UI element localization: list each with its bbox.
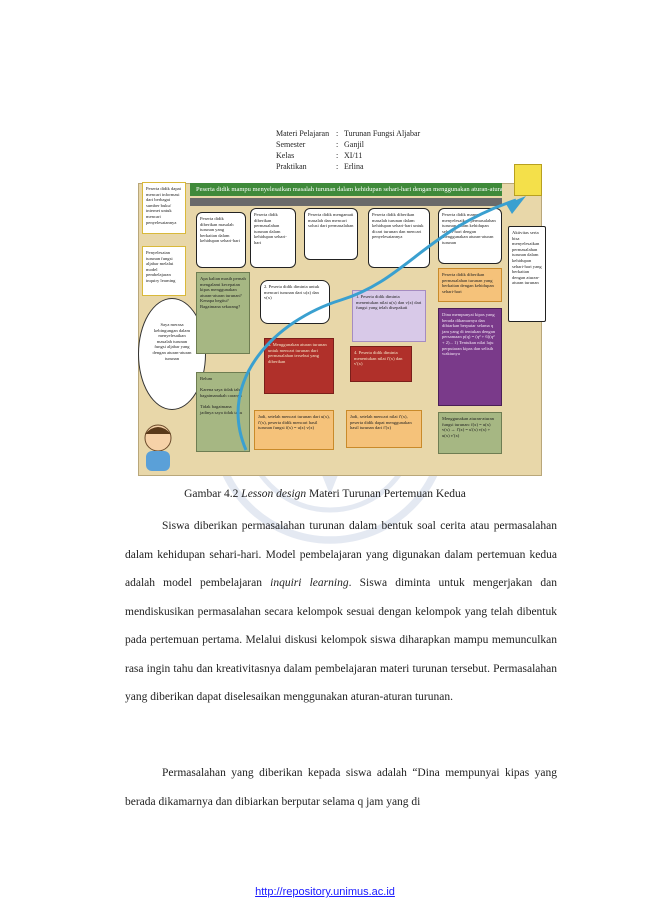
- note-information-sources: Peserta didik dapat mencari informasi da…: [142, 182, 186, 234]
- step-4-box: 4. Peserta didik diminta menentukan nila…: [350, 346, 412, 382]
- problem-box: Peserta didik diberikan permasalahan tur…: [438, 268, 502, 302]
- flow-path: [236, 196, 526, 451]
- paragraph-1: Siswa diberikan permasalahan turunan dal…: [125, 520, 557, 703]
- flow-box-1: Peserta didik diberikan masalah turunan …: [196, 212, 246, 268]
- figure-caption: Gambar 4.2 Lesson design Materi Turunan …: [184, 488, 466, 500]
- repository-link[interactable]: http://repository.unimus.ac.id: [255, 886, 395, 898]
- paragraph-2: Permasalahan yang diberikan kepada siswa…: [125, 767, 557, 808]
- step-2-box: 2. Peserta didik diminta untuk mencari t…: [260, 280, 330, 324]
- note-inquiry-model: Penyelesaian turunan fungsi aljabar mela…: [142, 246, 186, 296]
- flow-box-3: Peserta didik mengamati masalah dan menc…: [304, 208, 358, 260]
- lesson-design-figure: Materi Pelajaran:Turunan Fungsi Aljabar …: [126, 120, 554, 480]
- conclusion-box-2: Jadi, setelah mencari nilai f'(x), peser…: [346, 410, 422, 448]
- thought-text: Saya merasa kebingungan dalam menyelesai…: [152, 322, 192, 361]
- question-box: Apa kalian masih pernah mengalami kecepa…: [196, 272, 250, 354]
- lesson-meta: Materi Pelajaran:Turunan Fungsi Aljabar …: [276, 128, 420, 172]
- goal-banner: Peserta didik mampu menyelesaikan masala…: [190, 183, 502, 196]
- flow-box-4: Peserta didik diberikan masalah turunan …: [368, 208, 430, 268]
- thought-cloud: Saya merasa kebingungan dalam menyelesai…: [138, 298, 206, 410]
- step-1-box: 1. Peserta didik diminta menentukan nila…: [352, 290, 426, 342]
- meta-row: Materi Pelajaran:Turunan Fungsi Aljabar: [276, 129, 421, 138]
- flow-box-2: Peserta didik diberikan permasalahan tur…: [250, 208, 296, 268]
- problem-statement-box: Dina mempunyai kipas yang berada dikamar…: [438, 308, 502, 406]
- stage-bar: [190, 198, 502, 206]
- activity-note: Aktivitas serta bisa menyelesaikan perma…: [508, 226, 546, 322]
- meta-row: Kelas:XI/11: [276, 151, 363, 160]
- step-3-box: 3. Menggunakan aturan turunan untuk menc…: [264, 338, 334, 394]
- meta-row: Semester:Ganjil: [276, 140, 364, 149]
- child-illustration: [144, 424, 172, 471]
- formula-box: Menggunakan aturan-aturan fungsi turunan…: [438, 412, 502, 454]
- conclusion-box-1: Jadi, setelah mencari turunan dari u(x),…: [254, 410, 334, 450]
- meta-row: Praktikan:Erlina: [276, 162, 364, 171]
- star-character-icon: [514, 164, 542, 196]
